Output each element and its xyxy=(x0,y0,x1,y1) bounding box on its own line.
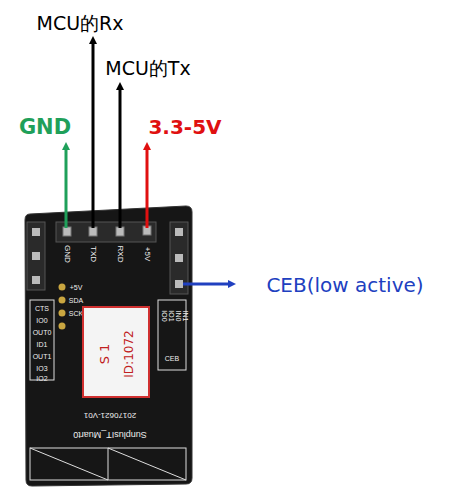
signal-callout: GND xyxy=(19,117,71,138)
signal-callout: MCU的Tx xyxy=(105,59,190,78)
signal-callout: 3.3-5V xyxy=(148,117,221,137)
silkscreen-text: SunplusIT_Muart0 xyxy=(73,430,147,439)
id-sticker: S 1 ID:1072 xyxy=(82,306,150,398)
silkscreen-text: +5V xyxy=(70,284,83,291)
silkscreen-text: IO3 xyxy=(36,365,47,372)
silkscreen-text: 20170621-V01 xyxy=(84,411,137,419)
signal-callout: MCU的Rx xyxy=(36,14,123,33)
silkscreen-text: IN1 xyxy=(182,311,189,322)
silkscreen-text: TXD xyxy=(89,246,97,262)
silkscreen-text: IO2 xyxy=(36,375,47,382)
signal-callout: CEB(low active) xyxy=(266,275,423,295)
silkscreen-text: SDA xyxy=(69,297,83,304)
silkscreen-text: OUT1 xyxy=(33,353,52,360)
sticker-text: S 1 xyxy=(98,344,111,365)
silkscreen-text: RXD xyxy=(116,246,124,263)
sticker-text: ID:1072 xyxy=(123,330,135,377)
silkscreen-text: IN0 xyxy=(175,311,182,322)
silkscreen-text: +5V xyxy=(143,247,151,261)
silkscreen-text: GND xyxy=(63,245,71,263)
silkscreen-text: ID1 xyxy=(37,341,48,348)
silkscreen-text: OUT0 xyxy=(33,329,52,336)
silkscreen-text: CEB xyxy=(165,355,179,362)
silkscreen-text: IO0 xyxy=(161,310,168,321)
silkscreen-text: IO0 xyxy=(36,317,47,324)
silkscreen-text: CTS xyxy=(35,305,49,312)
silkscreen-text: IO1 xyxy=(168,310,175,321)
